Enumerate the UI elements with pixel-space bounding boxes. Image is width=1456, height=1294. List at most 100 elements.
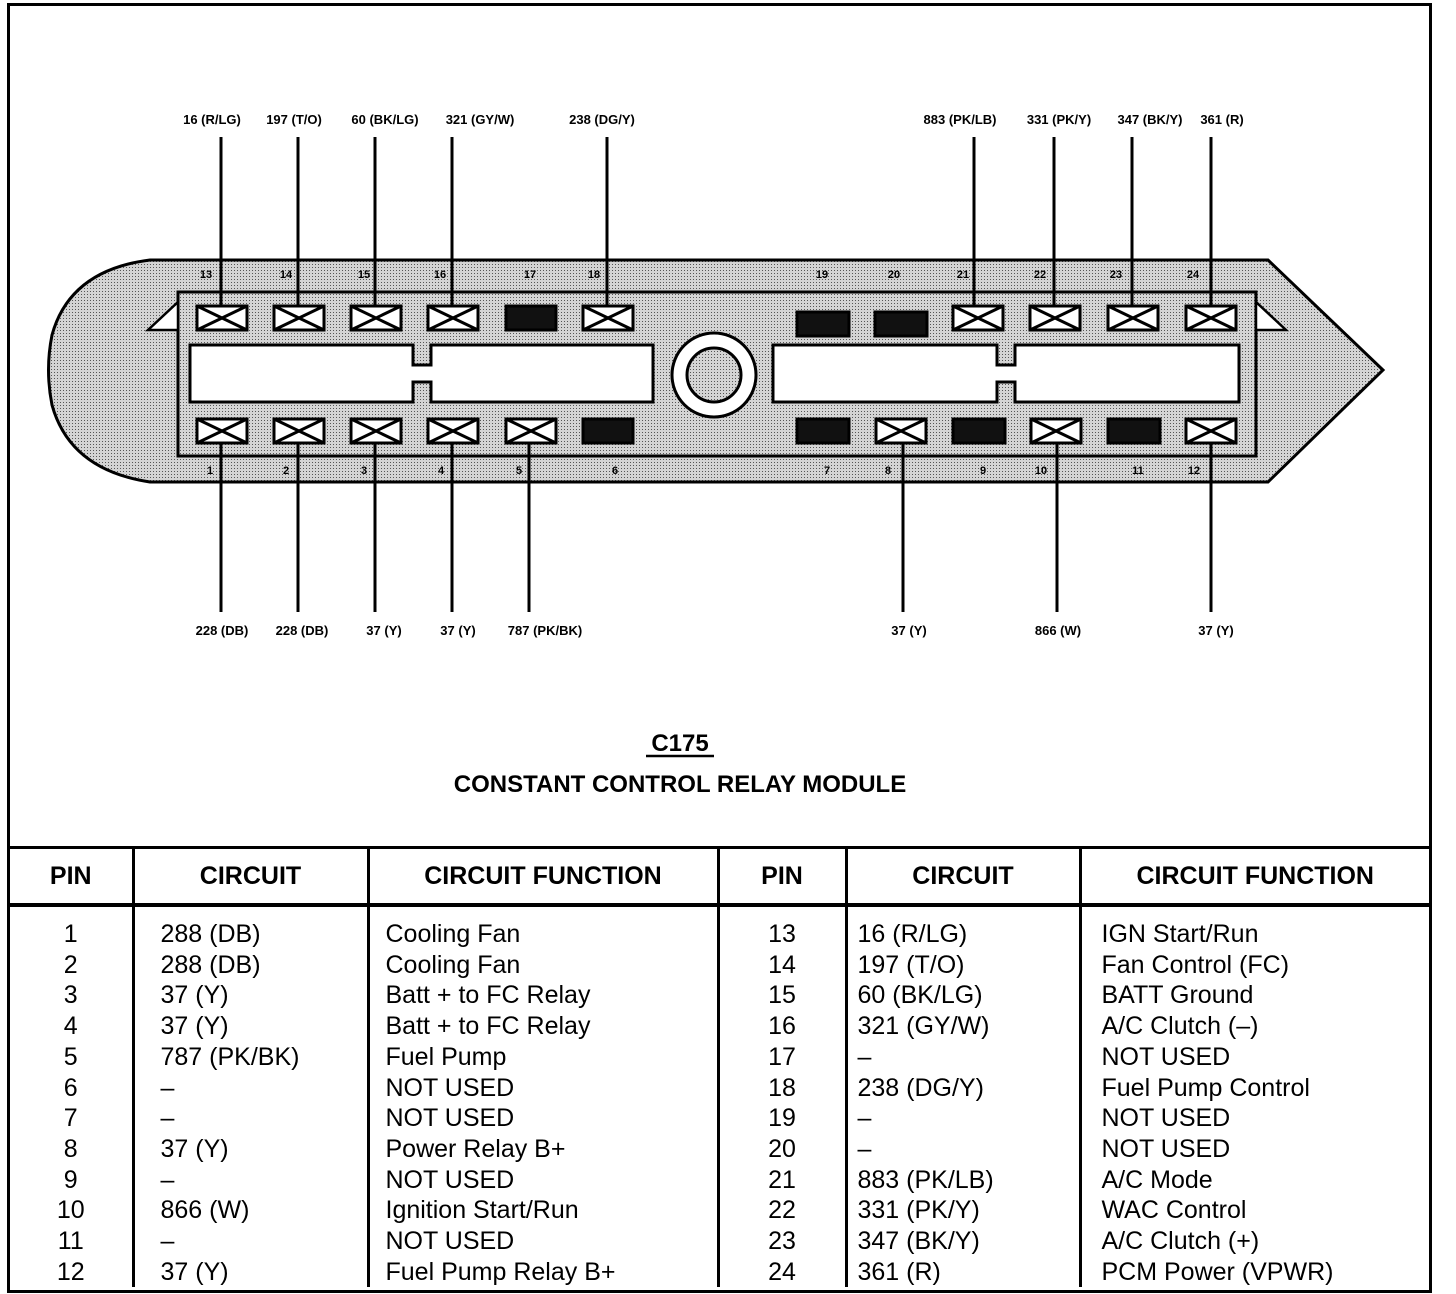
circuit-cell: 347 (BK/Y) bbox=[857, 1227, 980, 1256]
terminal-7 bbox=[795, 417, 851, 445]
function-cell: Cooling Fan bbox=[385, 920, 521, 948]
pin-number: 16 bbox=[434, 269, 446, 281]
circuit-cell: 288 (DB) bbox=[160, 950, 261, 979]
wire-label: 37 (Y) bbox=[440, 623, 475, 638]
terminal-22 bbox=[1028, 304, 1082, 332]
function-cell: Ignition Start/Run bbox=[385, 1196, 579, 1225]
wire-label: 347 (BK/Y) bbox=[1117, 112, 1182, 127]
center-ring-inner bbox=[685, 346, 743, 404]
pin-cell: 14 bbox=[768, 950, 796, 979]
header-circuit-left: CIRCUIT bbox=[131, 846, 368, 907]
pin-cell: 20 bbox=[768, 1134, 796, 1163]
terminal-6 bbox=[581, 417, 635, 445]
circuit-cell: 321 (GY/W) bbox=[857, 1012, 990, 1041]
pin-cell: 22 bbox=[768, 1196, 796, 1225]
header-function-right: CIRCUIT FUNCTION bbox=[1078, 846, 1429, 907]
pin-number: 6 bbox=[612, 465, 618, 477]
function-cell: Fuel Pump Relay B+ bbox=[385, 1257, 616, 1286]
pin-cell: 6 bbox=[63, 1073, 78, 1102]
pin-cell: 18 bbox=[768, 1073, 796, 1102]
terminal-13 bbox=[195, 304, 249, 332]
terminal-10 bbox=[1029, 417, 1083, 445]
terminal-21 bbox=[951, 304, 1005, 332]
circuit-cell: 60 (BK/LG) bbox=[857, 981, 983, 1010]
pin-number: 15 bbox=[358, 269, 370, 281]
function-cell: Fan Control (FC) bbox=[1101, 950, 1290, 979]
function-cell: Fuel Pump bbox=[385, 1042, 507, 1071]
circuit-cell: 883 (PK/LB) bbox=[857, 1165, 994, 1194]
pin-cell: 13 bbox=[768, 920, 796, 948]
pin-cell: 17 bbox=[768, 1042, 796, 1071]
pin-number: 20 bbox=[888, 269, 900, 281]
wire-label: 37 (Y) bbox=[366, 623, 401, 638]
pin-number: 17 bbox=[524, 269, 536, 281]
table-header-row: PIN CIRCUIT CIRCUIT FUNCTION PIN CIRCUIT… bbox=[10, 846, 1429, 907]
header-pin-left: PIN bbox=[10, 846, 133, 907]
pin-number: 19 bbox=[816, 269, 828, 281]
pin-cell: 2 bbox=[63, 950, 78, 979]
pin-cell: 24 bbox=[768, 1257, 796, 1286]
terminal-1 bbox=[195, 417, 249, 445]
pin-number: 22 bbox=[1034, 269, 1046, 281]
wire-label: 331 (PK/Y) bbox=[1027, 112, 1091, 127]
wire-label: 787 (PK/BK) bbox=[508, 623, 582, 638]
circuit-column-right: 16 (R/LG)197 (T/O)60 (BK/LG)321 (GY/W)–2… bbox=[844, 905, 1080, 1288]
function-cell: Cooling Fan bbox=[385, 950, 521, 979]
wire-label: 228 (DB) bbox=[196, 623, 249, 638]
diagram-frame bbox=[7, 3, 1432, 1293]
terminal-19 bbox=[795, 310, 851, 338]
function-cell: BATT Ground bbox=[1101, 981, 1254, 1010]
pin-cell: 12 bbox=[56, 1257, 85, 1286]
pin-cell: 10 bbox=[56, 1196, 85, 1225]
function-cell: WAC Control bbox=[1101, 1196, 1247, 1225]
left-cavity bbox=[188, 343, 655, 404]
function-cell: NOT USED bbox=[1101, 1134, 1231, 1163]
pin-table: PIN CIRCUIT CIRCUIT FUNCTION PIN CIRCUIT… bbox=[10, 846, 1429, 1288]
circuit-cell: – bbox=[160, 1104, 175, 1133]
function-cell: Power Relay B+ bbox=[385, 1134, 566, 1163]
function-cell: NOT USED bbox=[385, 1104, 515, 1133]
function-cell: NOT USED bbox=[385, 1073, 515, 1102]
header-function-left: CIRCUIT FUNCTION bbox=[366, 846, 718, 907]
wire-label: 228 (DB) bbox=[276, 623, 329, 638]
pin-cell: 8 bbox=[63, 1134, 78, 1163]
function-cell: NOT USED bbox=[1101, 1104, 1231, 1133]
terminal-15 bbox=[349, 304, 403, 332]
connector-name: CONSTANT CONTROL RELAY MODULE bbox=[454, 771, 906, 798]
terminal-3 bbox=[349, 417, 403, 445]
function-cell: IGN Start/Run bbox=[1101, 920, 1259, 948]
terminal-8 bbox=[874, 417, 928, 445]
wire-label: 238 (DG/Y) bbox=[569, 112, 635, 127]
pin-number: 13 bbox=[200, 269, 212, 281]
terminal-4 bbox=[426, 417, 480, 445]
bottom-wires bbox=[219, 440, 1213, 612]
circuit-cell: 37 (Y) bbox=[160, 1257, 229, 1286]
circuit-cell: – bbox=[160, 1227, 175, 1256]
function-cell: A/C Clutch (–) bbox=[1101, 1012, 1259, 1041]
terminal-12 bbox=[1184, 417, 1238, 445]
pin-cell: 5 bbox=[63, 1042, 78, 1071]
pin-cell: 19 bbox=[768, 1104, 796, 1133]
wire-label: 361 (R) bbox=[1200, 112, 1243, 127]
pin-number: 11 bbox=[1132, 465, 1144, 477]
pin-number: 7 bbox=[824, 465, 830, 477]
circuit-cell: 37 (Y) bbox=[160, 1134, 229, 1163]
wire-label: 321 (GY/W) bbox=[446, 112, 515, 127]
circuit-cell: 238 (DG/Y) bbox=[857, 1073, 984, 1102]
wire-label: 37 (Y) bbox=[1198, 623, 1233, 638]
pin-number: 12 bbox=[1188, 465, 1200, 477]
wire-label: 883 (PK/LB) bbox=[924, 112, 997, 127]
circuit-cell: – bbox=[160, 1073, 175, 1102]
function-cell: Batt + to FC Relay bbox=[385, 981, 591, 1010]
function-cell: NOT USED bbox=[385, 1165, 515, 1194]
right-cavity bbox=[771, 343, 1241, 404]
pin-number: 2 bbox=[283, 465, 289, 477]
function-cell: Batt + to FC Relay bbox=[385, 1012, 591, 1041]
function-cell: A/C Mode bbox=[1101, 1165, 1213, 1194]
pin-number: 23 bbox=[1110, 269, 1122, 281]
pin-number: 9 bbox=[980, 465, 986, 477]
wire-label: 16 (R/LG) bbox=[183, 112, 241, 127]
